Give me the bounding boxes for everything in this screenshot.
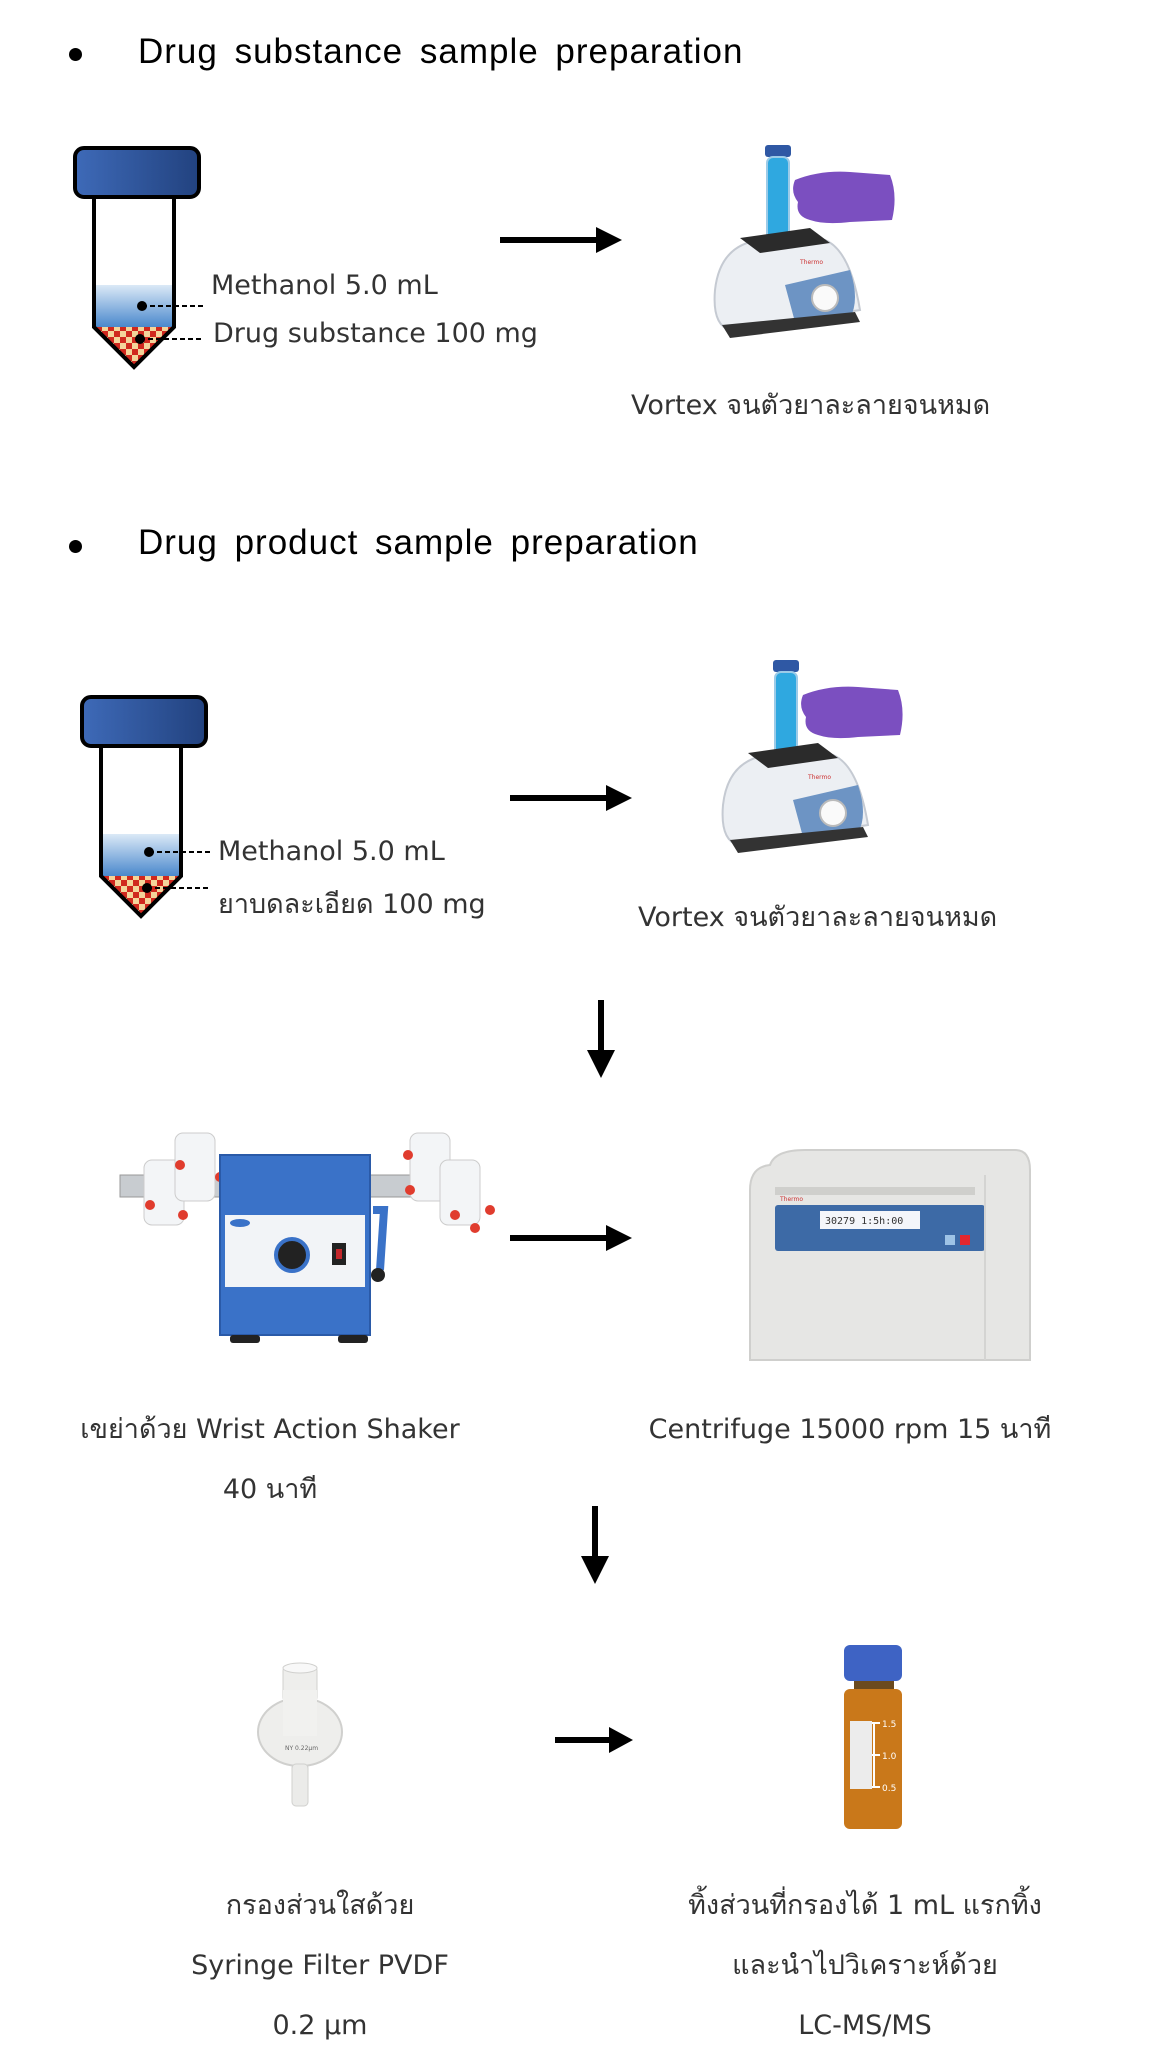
arrow-down-icon [581, 1506, 609, 1584]
svg-text:Thermo: Thermo [779, 1196, 803, 1203]
bullet-icon [69, 48, 82, 61]
filter-caption-line-3: 0.2 µm [272, 2010, 368, 2041]
drug-substance-label: Drug substance 100 mg [213, 318, 538, 349]
filter-caption-line-1: กรองส่วนใสด้วย [225, 1890, 415, 1921]
amber-vial-icon: 1.5 1.0 0.5 [844, 1645, 902, 1829]
section-title-drug-substance: Drug substance sample preparation [138, 32, 744, 71]
methanol-label: Methanol 5.0 mL [218, 836, 445, 867]
arrow-right-icon [510, 785, 632, 811]
svg-text:Thermo: Thermo [807, 774, 831, 781]
vial-caption-line-1: ทิ้งส่วนที่กรองได้ 1 mL แรกทิ้ง [688, 1890, 1042, 1921]
vial-graduation: 1.5 [882, 1720, 896, 1730]
vial-graduation: 0.5 [882, 1784, 896, 1794]
ground-tablet-label: ยาบดละเอียด 100 mg [218, 889, 486, 920]
vial-caption-line-2: และนำไปวิเคราะห์ด้วย [732, 1950, 998, 1981]
vortex-mixer-icon: Thermo [721, 660, 903, 853]
centrifuge-caption: Centrifuge 15000 rpm 15 นาที [648, 1414, 1052, 1445]
centrifuge-display-text: 30279 1:5h:00 [825, 1216, 903, 1227]
arrow-right-icon [555, 1727, 633, 1753]
filter-caption-line-2: Syringe Filter PVDF [191, 1950, 449, 1981]
filter-caption: กรองส่วนใสด้วย Syringe Filter PVDF 0.2 µ… [70, 1876, 570, 2056]
arrow-right-icon [510, 1225, 632, 1251]
centrifuge-tube-icon [73, 146, 204, 370]
centrifuge-icon: 30279 1:5h:00 Thermo [749, 1149, 1031, 1361]
vial-caption-line-3: LC-MS/MS [798, 2010, 932, 2041]
vortex-mixer-icon: Thermo [713, 145, 895, 338]
section-title-drug-product: Drug product sample preparation [138, 523, 699, 562]
vortex-caption: Vortex จนตัวยาละลายจนหมด [631, 390, 991, 421]
svg-text:Thermo: Thermo [799, 259, 823, 266]
shaker-caption: เขย่าด้วย Wrist Action Shaker 40 นาที [20, 1400, 520, 1520]
bullet-icon [69, 540, 82, 553]
arrow-down-icon [587, 1000, 615, 1078]
vortex-caption: Vortex จนตัวยาละลายจนหมด [638, 902, 998, 933]
shaker-caption-line-2: 40 นาที [222, 1474, 318, 1505]
vial-caption: ทิ้งส่วนที่กรองได้ 1 mL แรกทิ้ง และนำไปว… [615, 1876, 1115, 2056]
wrist-action-shaker-icon [119, 1132, 495, 1343]
tube-cap [73, 146, 201, 199]
drug-powder-layer [94, 327, 174, 367]
vial-graduation: 1.0 [882, 1752, 897, 1762]
syringe-filter-icon: NY 0.22µm [257, 1662, 343, 1807]
centrifuge-tube-icon [80, 695, 211, 919]
svg-text:NY 0.22µm: NY 0.22µm [285, 1745, 318, 1752]
arrow-right-icon [500, 227, 622, 253]
methanol-label: Methanol 5.0 mL [211, 270, 438, 301]
shaker-caption-line-1: เขย่าด้วย Wrist Action Shaker [80, 1414, 460, 1445]
